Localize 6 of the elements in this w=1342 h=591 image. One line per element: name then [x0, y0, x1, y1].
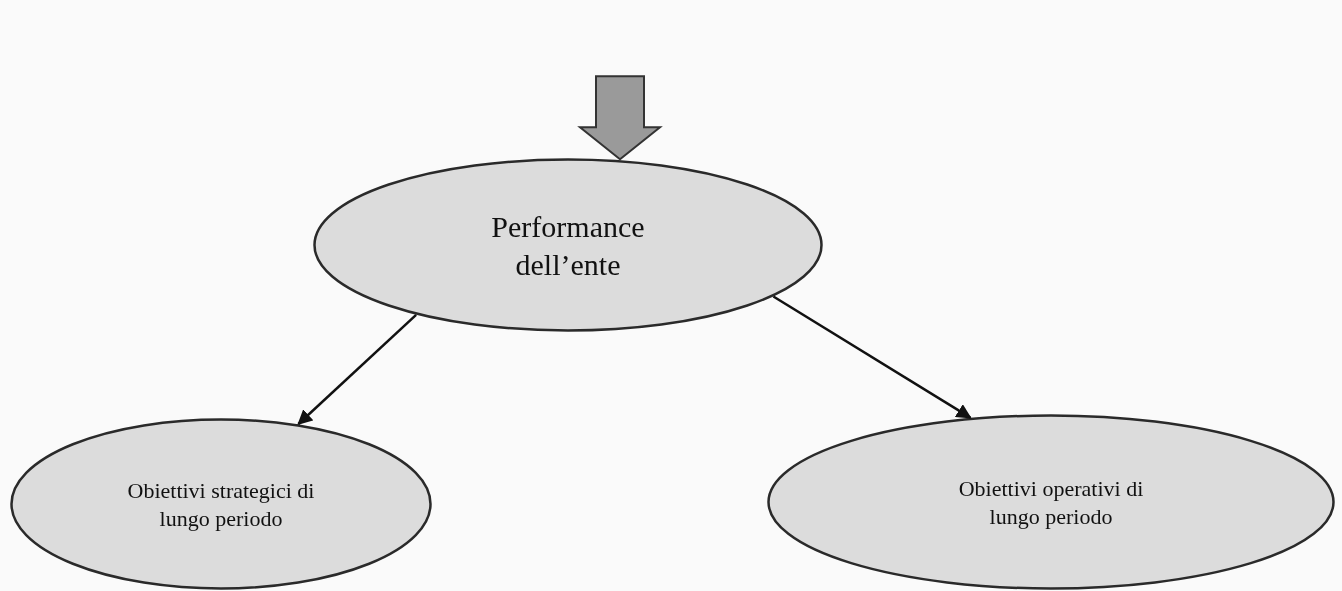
node-label: Obiettivi operativi di lungo periodo: [957, 474, 1145, 530]
block-arrow: [577, 75, 663, 161]
node-label: Performance dell’ente: [490, 208, 646, 282]
node-label: Obiettivi strategici di lungo periodo: [126, 476, 316, 532]
arrow: [297, 313, 417, 425]
arrow: [772, 295, 972, 419]
